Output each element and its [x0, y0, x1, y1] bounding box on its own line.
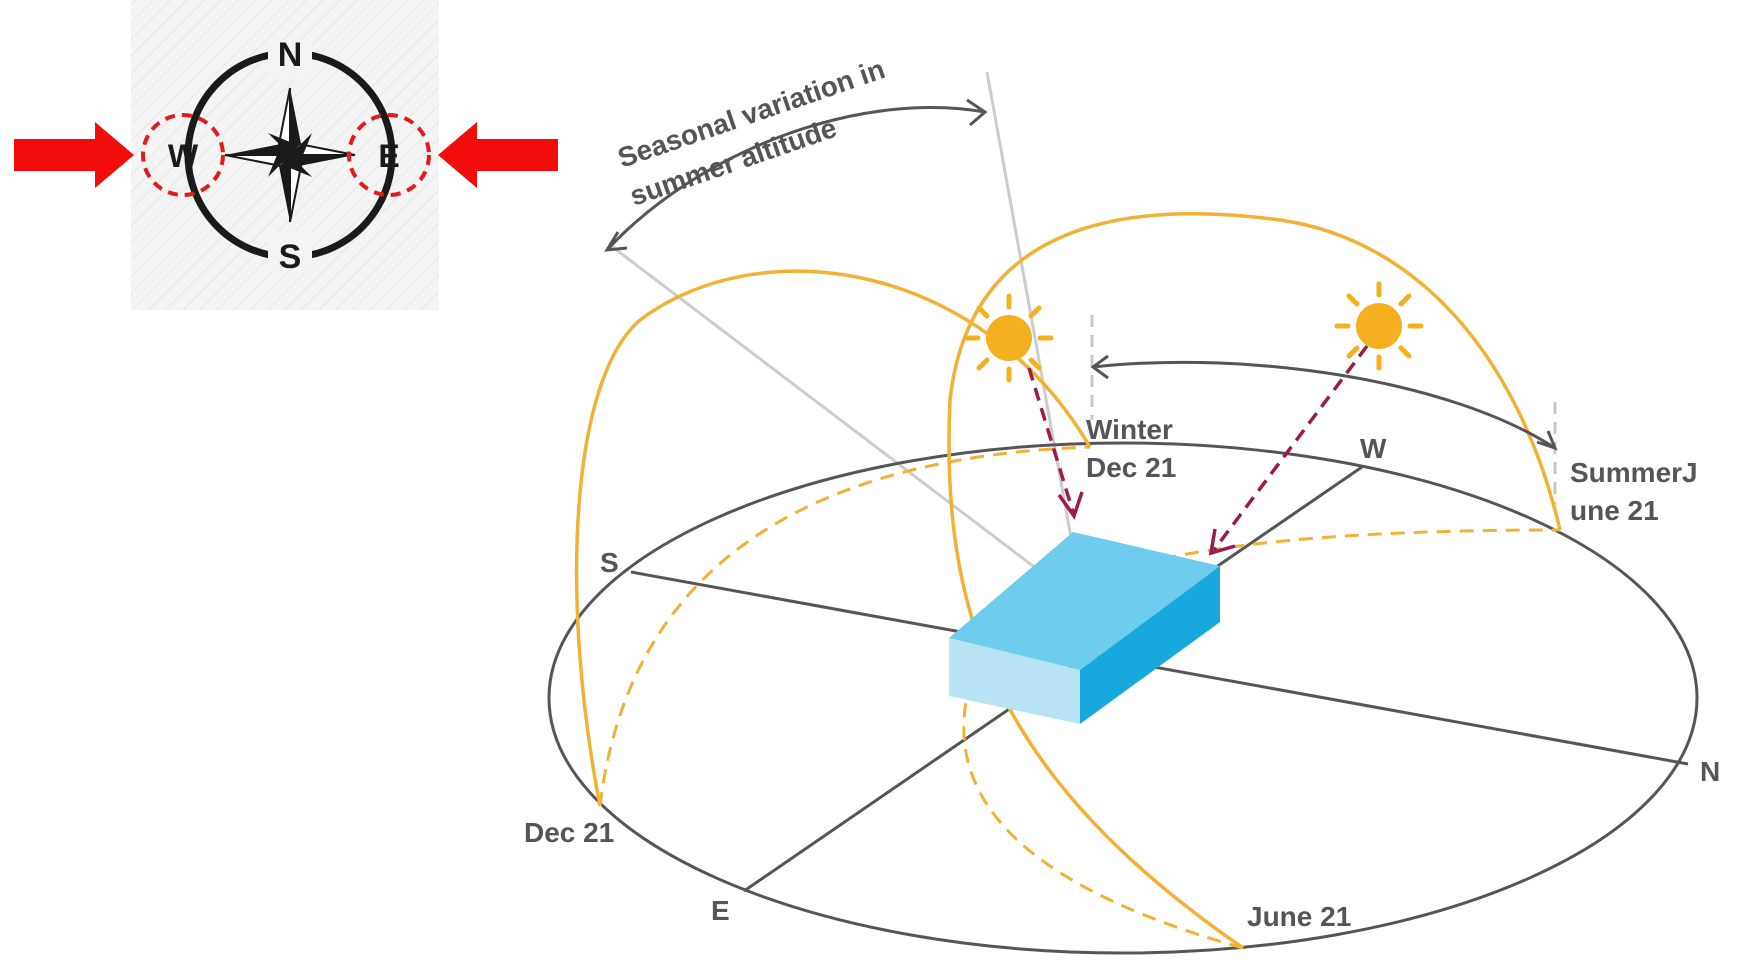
direction-south-label: S [600, 547, 619, 578]
winter-sun-path [574, 269, 1092, 807]
june21-sunrise-label: June 21 [1247, 901, 1351, 932]
summer-label: SummerJ [1570, 457, 1698, 488]
winter-sun-icon [964, 293, 1054, 383]
east-arrow-icon [438, 122, 558, 188]
azimuth-variation-arrow [1090, 354, 1558, 451]
summer-sun-path [947, 212, 1562, 950]
dec21-sunrise-label: Dec 21 [524, 817, 614, 848]
compass-inset: N S W E [14, 0, 558, 310]
direction-east-label: E [711, 895, 730, 926]
sun-path-diagram: Seasonal variation in summer altitude Wi… [524, 53, 1720, 955]
compass-south-label: S [279, 238, 302, 276]
west-arrow-icon [14, 122, 134, 188]
compass-east-label: E [378, 138, 399, 174]
winter-label: Winter [1086, 414, 1173, 445]
compass-star-icon [224, 87, 356, 223]
winter-altitude-line [609, 243, 1084, 606]
compass-west-label: W [168, 138, 199, 174]
building-top [949, 532, 1220, 670]
seasonal-variation-arrow [604, 98, 988, 252]
winter-path-below-horizon [598, 445, 1091, 807]
direction-west-label: W [1360, 433, 1387, 464]
west-highlight-circle [141, 113, 225, 197]
winter-date-label: Dec 21 [1086, 452, 1176, 483]
compass-north-label: N [278, 36, 303, 74]
summer-sun-icon [1334, 281, 1424, 371]
building-icon [949, 532, 1220, 724]
summer-altitude-line [985, 71, 1085, 605]
south-north-axis [630, 570, 1689, 766]
building-side [1080, 566, 1220, 724]
building-front [949, 638, 1080, 724]
direction-north-label: N [1700, 756, 1720, 787]
east-highlight-circle [347, 113, 431, 197]
winter-sun-ray [1027, 367, 1084, 520]
summer-date-label: une 21 [1570, 495, 1659, 526]
summer-sun-ray [1208, 344, 1369, 556]
summer-path-below-horizon [962, 528, 1561, 950]
horizon-ellipse [547, 441, 1699, 955]
